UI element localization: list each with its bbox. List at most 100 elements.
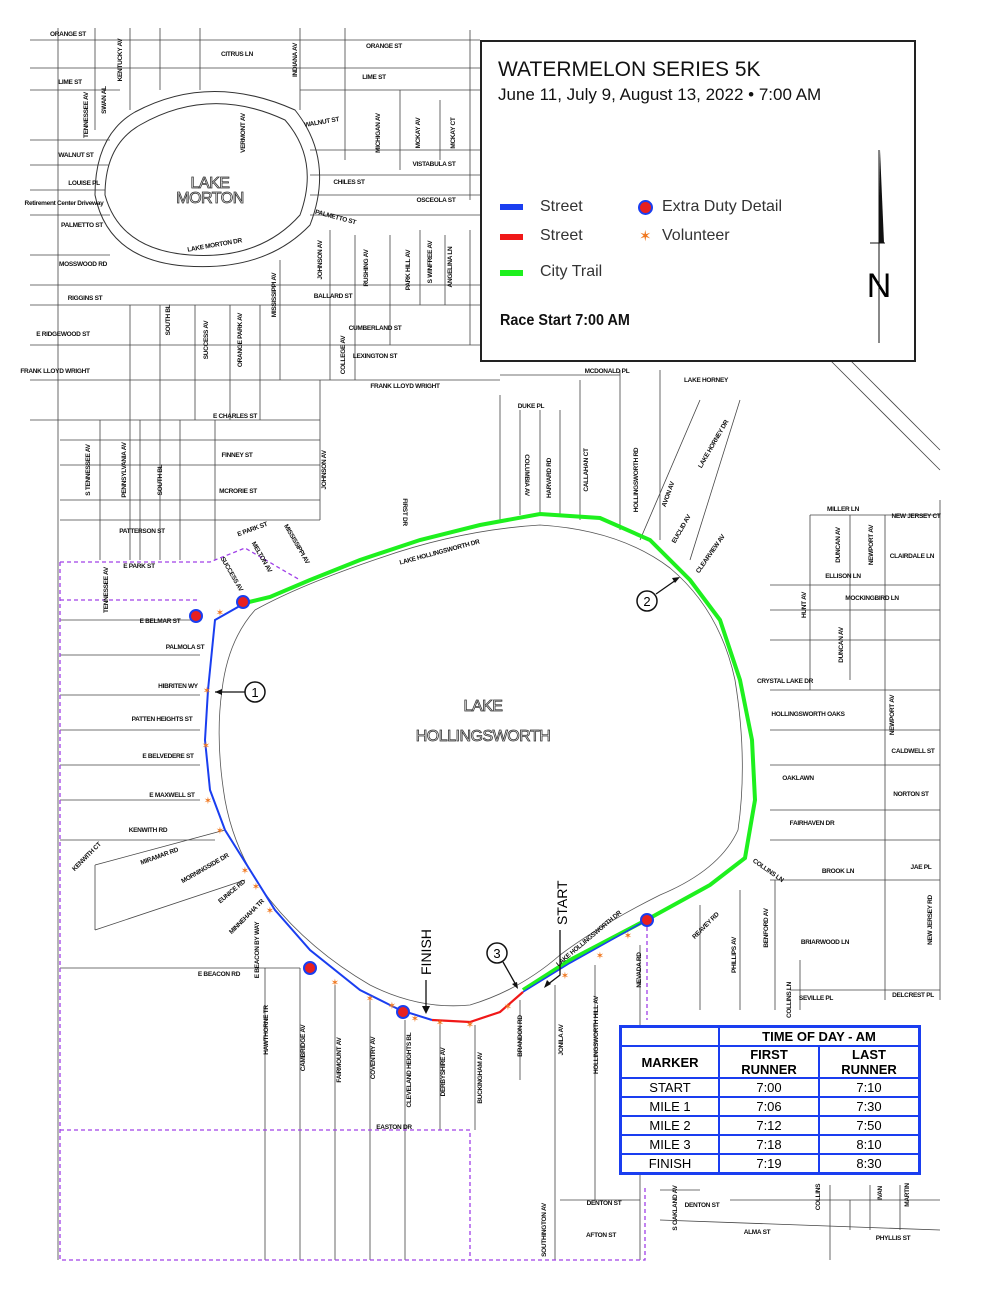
- street-label: VISTABULA ST: [413, 161, 456, 168]
- volunteer-marker: ✶: [366, 994, 374, 1005]
- street-route-blue: [203, 602, 433, 1021]
- street-label: WALNUT ST: [304, 116, 340, 129]
- street-label: MILLER LN: [827, 506, 860, 513]
- street-label: PALMETTO ST: [61, 222, 103, 229]
- volunteer-marker: ✶: [216, 608, 224, 619]
- street-label: JAE PL: [911, 864, 932, 871]
- street-label: MORNINGSIDE DR: [180, 852, 230, 885]
- street-label: KENWITH RD: [129, 827, 168, 834]
- street-label: CALDWELL ST: [891, 748, 934, 755]
- marker-header: MARKER: [619, 1045, 720, 1079]
- volunteer-marker: ✶: [252, 882, 260, 893]
- legend-box: WATERMELON SERIES 5K June 11, July 9, Au…: [480, 40, 916, 362]
- first-runner-header: FIRST RUNNER: [718, 1045, 820, 1079]
- street-label: PHYLLIS ST: [876, 1235, 911, 1242]
- street-label: LEXINGTON ST: [353, 353, 398, 360]
- legend-city-trail: City Trail: [540, 263, 603, 280]
- street-label: S TENNESSEE AV: [85, 443, 92, 495]
- extra-duty-marker: [189, 609, 203, 623]
- street-label: SOUTH BL: [157, 464, 164, 495]
- volunteer-marker: ✶: [596, 951, 604, 962]
- street-label: COLLEGE AV: [340, 335, 347, 374]
- time-of-day-table: TIME OF DAY - AM MARKER FIRST RUNNER LAS…: [619, 1025, 921, 1175]
- volunteer-markers: ✶✶✶✶✶✶✶✶✶✶✶✶✶✶✶✶✶✶: [202, 608, 632, 1031]
- street-label: MCDONALD PL: [585, 368, 630, 375]
- street-label: SOUTHINGTON AV: [541, 1202, 548, 1257]
- volunteer-marker: ✶: [202, 741, 210, 752]
- street-label: COLLINS LN: [786, 981, 793, 1018]
- street-label: Retirement Center Driveway: [25, 200, 105, 207]
- street-label: BENFORD AV: [763, 907, 770, 947]
- legend-extra-duty: Extra Duty Detail: [662, 198, 783, 215]
- mile-2-marker: 2: [636, 577, 680, 612]
- street-label: COLLINS: [815, 1183, 822, 1210]
- street-label: LOUISE PL: [68, 180, 100, 187]
- street-label: E PARK ST: [236, 521, 268, 538]
- last-runner-cell: 8:10: [818, 1134, 921, 1155]
- street-label: E MAXWELL ST: [149, 792, 195, 799]
- svg-text:3: 3: [493, 946, 500, 961]
- street-label: MCRORIE ST: [219, 488, 257, 495]
- street-label: PARK HILL AV: [405, 249, 412, 291]
- street-label: S WINFREE AV: [427, 240, 434, 284]
- street-label: EUCLID AV: [671, 513, 693, 545]
- street-label: E BELVEDERE ST: [142, 753, 194, 760]
- lake-morton-drive: [94, 91, 321, 268]
- street-label: CLEVELAND HEIGHTS BL: [406, 1032, 413, 1107]
- street-label: HAWTHORNE TR: [263, 1005, 270, 1055]
- street-label: CALLAHAN CT: [583, 448, 590, 492]
- street-red-swatch: [500, 234, 523, 240]
- marker-cell: FINISH: [619, 1153, 720, 1175]
- street-line: [829, 359, 941, 471]
- street-label: E CHARLES ST: [213, 413, 257, 420]
- marker-cell: MILE 2: [619, 1115, 720, 1136]
- street-label: COVENTRY AV: [370, 1036, 377, 1080]
- street-label: E BEACON RD: [198, 971, 241, 978]
- street-label: CLEARVIEW AV: [695, 533, 727, 575]
- street-label: MISSISSIPPI AV: [271, 272, 278, 318]
- legend-street-blue: Street: [540, 198, 583, 215]
- street-label: TENNESSEE AV: [83, 91, 90, 138]
- race-start-time: Race Start 7:00 AM: [500, 312, 630, 329]
- lake-morton-shoreline: [104, 103, 308, 256]
- street-label: E PARK ST: [123, 563, 155, 570]
- street-label: PHILLIPS AV: [731, 936, 738, 973]
- volunteer-marker: ✶: [266, 906, 274, 917]
- street-label: MARTIN: [904, 1183, 911, 1207]
- street-label: LAKE HORNEY DR: [697, 419, 730, 470]
- street-line: [659, 1219, 941, 1231]
- street-label: BRIARWOOD LN: [801, 939, 850, 946]
- street-label: BROOK LN: [822, 868, 855, 875]
- street-label: FAIRHAVEN DR: [790, 820, 835, 827]
- volunteer-marker: ✶: [241, 866, 249, 877]
- street-label: NEW JERSEY RD: [927, 895, 934, 945]
- extra-duty-marker: [640, 913, 654, 927]
- street-route-blue-start: [522, 919, 648, 993]
- marker-cell: MILE 3: [619, 1134, 720, 1155]
- street-label: INDIANA AV: [292, 42, 299, 77]
- street-label: DENTON ST: [587, 1200, 622, 1207]
- street-label: E BELMAR ST: [140, 618, 181, 625]
- svg-text:N: N: [867, 267, 891, 305]
- volunteer-marker: ✶: [331, 978, 339, 989]
- street-label: COLUMBIA AV: [523, 454, 530, 497]
- mile-1-marker: 1: [215, 681, 266, 703]
- city-trail-route: [244, 511, 758, 992]
- detour-route: [59, 547, 648, 1261]
- race-dates: June 11, July 9, August 13, 2022 • 7:00 …: [498, 85, 822, 104]
- street-label: CUMBERLAND ST: [349, 325, 402, 332]
- last-runner-header: LAST RUNNER: [818, 1045, 921, 1079]
- street-label: JONILA AV: [558, 1024, 565, 1056]
- street-line: [639, 399, 701, 541]
- street-label: MCKAY CT: [450, 117, 457, 149]
- start-marker: START: [544, 880, 570, 988]
- volunteer-marker: ✶: [504, 1002, 512, 1013]
- blank-header-cell: [619, 1025, 720, 1047]
- street-label: FINNEY ST: [221, 452, 252, 459]
- last-runner-cell: 7:30: [818, 1096, 921, 1117]
- street-label: AVON AV: [661, 480, 677, 508]
- street-label: FIRST DR: [401, 498, 408, 526]
